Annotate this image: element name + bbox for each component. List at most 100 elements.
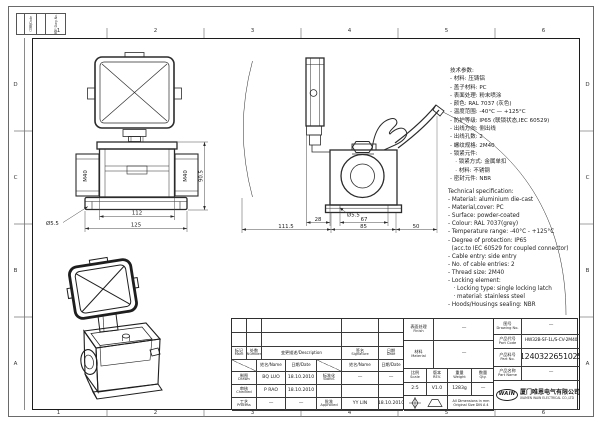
spec-line: · 锁紧方式: 金属单扣: [450, 159, 507, 166]
spec-line: - 出线方向: 侧出线: [450, 126, 496, 133]
zone-number: 5: [444, 27, 449, 34]
zone-letter: B: [13, 267, 18, 274]
front-view-labels: 112 125 90.5 Ø5.5 M40 M40: [46, 170, 205, 229]
spec-line: - Degree of protection: IP65: [448, 237, 527, 244]
spec-line: Technical specification:: [448, 189, 514, 195]
isometric-view: [66, 256, 163, 400]
spec-line: - 表面处理: 粉末喷涂: [450, 92, 502, 99]
side-view-labels: 111.5 28 67 85 50 Ø5.5: [278, 212, 420, 230]
spec-line: - 盖子材料: PC: [450, 84, 487, 91]
zone-number: 3: [250, 410, 255, 416]
dim-inner-width: 112: [132, 211, 142, 217]
checked-date: 18.10.2010: [286, 385, 317, 398]
dim-hole-front: Ø5.5: [46, 220, 59, 227]
dim-hole-side: Ø5.5: [347, 212, 360, 219]
front-view-dimensions: [62, 141, 208, 232]
dimensions-note: All Dimensions in mm Original Size DIN A…: [448, 396, 494, 411]
checked-name: P RAO: [257, 385, 286, 398]
dim-lever-extension: 50: [413, 224, 420, 230]
dim-overall-depth: 111.5: [278, 224, 293, 230]
approved-name: YY LIN: [342, 398, 379, 411]
wain-logo: WAIN: [496, 389, 518, 401]
zone-number: 4: [347, 27, 352, 34]
process-name: —: [257, 398, 286, 411]
spec-line: - 出线孔数: 2: [450, 134, 483, 141]
drawing-no-value: —: [522, 319, 580, 335]
zone-number: 1: [56, 27, 61, 34]
dim-hole-spacing: 67: [361, 217, 368, 223]
dim-outer-width: 125: [131, 223, 141, 229]
spec-line: - Thread size: 2M40: [448, 269, 505, 276]
zone-letter: A: [585, 360, 590, 367]
locking-latch-claw: [371, 118, 408, 151]
zone-number: 2: [153, 410, 158, 416]
iso-cover: [66, 256, 140, 320]
standard-name: —: [342, 372, 379, 385]
rev-value: V1.0: [427, 383, 448, 396]
drawn-date: 18.10.2010: [286, 372, 317, 385]
company-name-en: XIAMEN WAIN ELECTRICAL CO.,LTD: [520, 395, 575, 400]
paper-size-cone-icon: [427, 399, 443, 407]
finish-value: —: [434, 319, 494, 341]
qty-value: —: [472, 383, 494, 396]
spec-line: 技术参数:: [450, 68, 474, 74]
technical-spec-chinese: 技术参数: - 材料: 压铸铝- 盖子材料: PC- 表面处理: 粉末喷涂 - 颜色…: [450, 67, 549, 183]
spec-line: · 材料: 不锈钢: [450, 167, 490, 174]
spec-line: - 颜色: RAL 7037 (灰色): [450, 101, 512, 108]
cable-gland-right: [174, 153, 199, 197]
zone-number: 4: [347, 410, 352, 416]
part-name-value: —: [522, 367, 580, 381]
approved-date: 18.10.2010: [379, 398, 403, 411]
iso-gland: [80, 349, 98, 375]
dim-height: 90.5: [199, 170, 205, 182]
spec-line: (acc.to IEC 60529 for coupled connector): [448, 245, 569, 252]
spec-line: - Temperature range: -40°C - +125°C: [448, 229, 555, 236]
standard-date: —: [379, 372, 403, 385]
spec-line: - Hoods/Housings sealing: NBR: [448, 302, 536, 309]
thread-label-right: M40: [183, 170, 189, 182]
process-date: —: [286, 398, 317, 411]
name-subheader: 姓名/Name: [342, 360, 379, 372]
company-name-cn: 厦门唯恩电气有限公司: [520, 389, 580, 397]
lever-handle: [394, 104, 437, 144]
cable-gland-left: [75, 153, 100, 197]
zone-number: 2: [153, 27, 158, 34]
lever-hex-bolt: [351, 141, 374, 153]
zone-number: 3: [250, 27, 255, 34]
spec-line: - 螺纹规格: 2M40: [450, 142, 495, 149]
scale-value: 2:5: [404, 383, 427, 396]
zone-ticks: [14, 28, 593, 417]
zone-letter: B: [585, 267, 590, 274]
zone-letter: D: [13, 81, 18, 88]
lever-swing-arc: [442, 111, 567, 316]
gland-boss: [340, 153, 385, 199]
spec-line: - Surface: powder-coated: [448, 213, 520, 220]
cover-open-side: [305, 57, 325, 127]
corner-title-block: 日期/Date 图号 Dwg.No.: [16, 13, 66, 35]
spec-line: - 材料: 压铸铝: [450, 76, 485, 83]
zone-letter: C: [13, 174, 18, 181]
front-view: [75, 52, 199, 211]
date-subheader: 日期/Date: [379, 360, 403, 372]
zone-number: 6: [541, 410, 546, 416]
housing-body: [98, 148, 176, 198]
